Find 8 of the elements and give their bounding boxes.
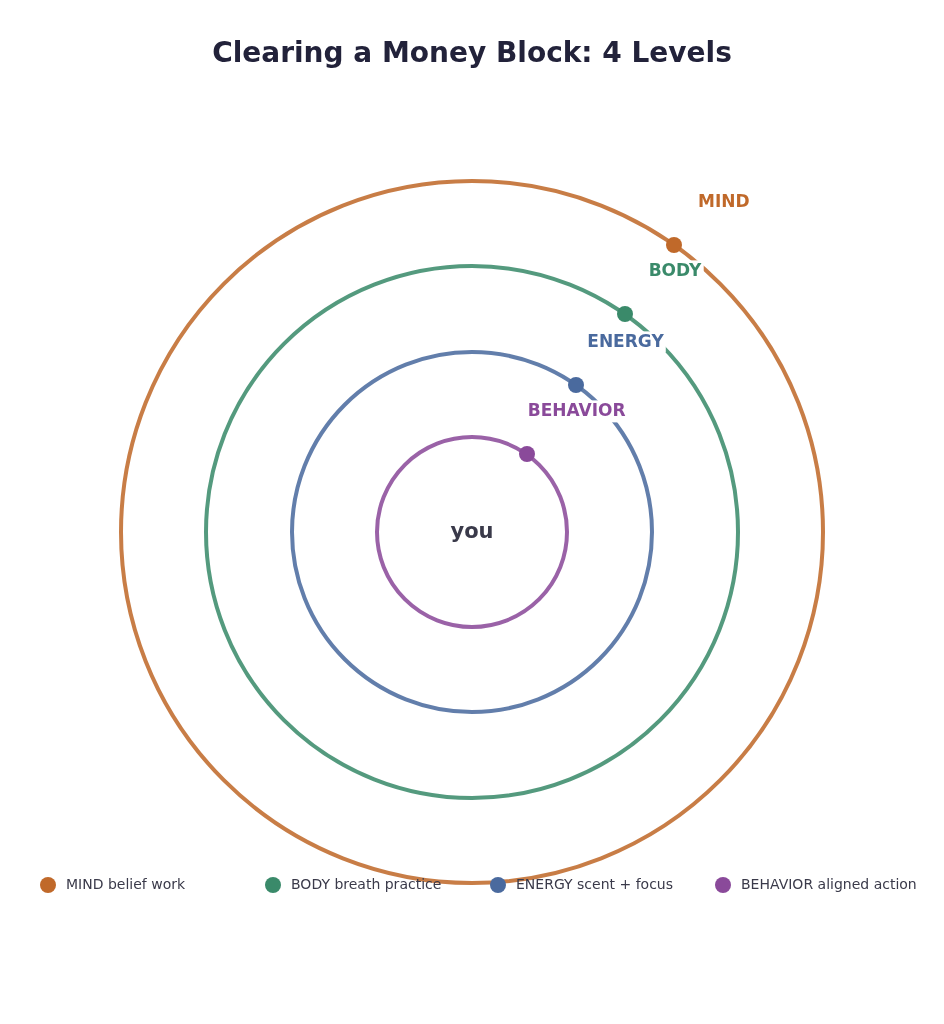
center-label: you	[432, 516, 512, 548]
legend-text: BEHAVIOR aligned action	[741, 875, 917, 894]
title: Clearing a Money Block: 4 Levels	[211, 35, 733, 71]
level-ring	[204, 264, 740, 800]
legend-text: MIND belief work	[66, 875, 186, 894]
level-label: ENERGY	[585, 331, 666, 353]
legend-text: BODY breath practice	[291, 875, 442, 894]
legend-text: ENERGY scent + focus	[516, 875, 673, 894]
